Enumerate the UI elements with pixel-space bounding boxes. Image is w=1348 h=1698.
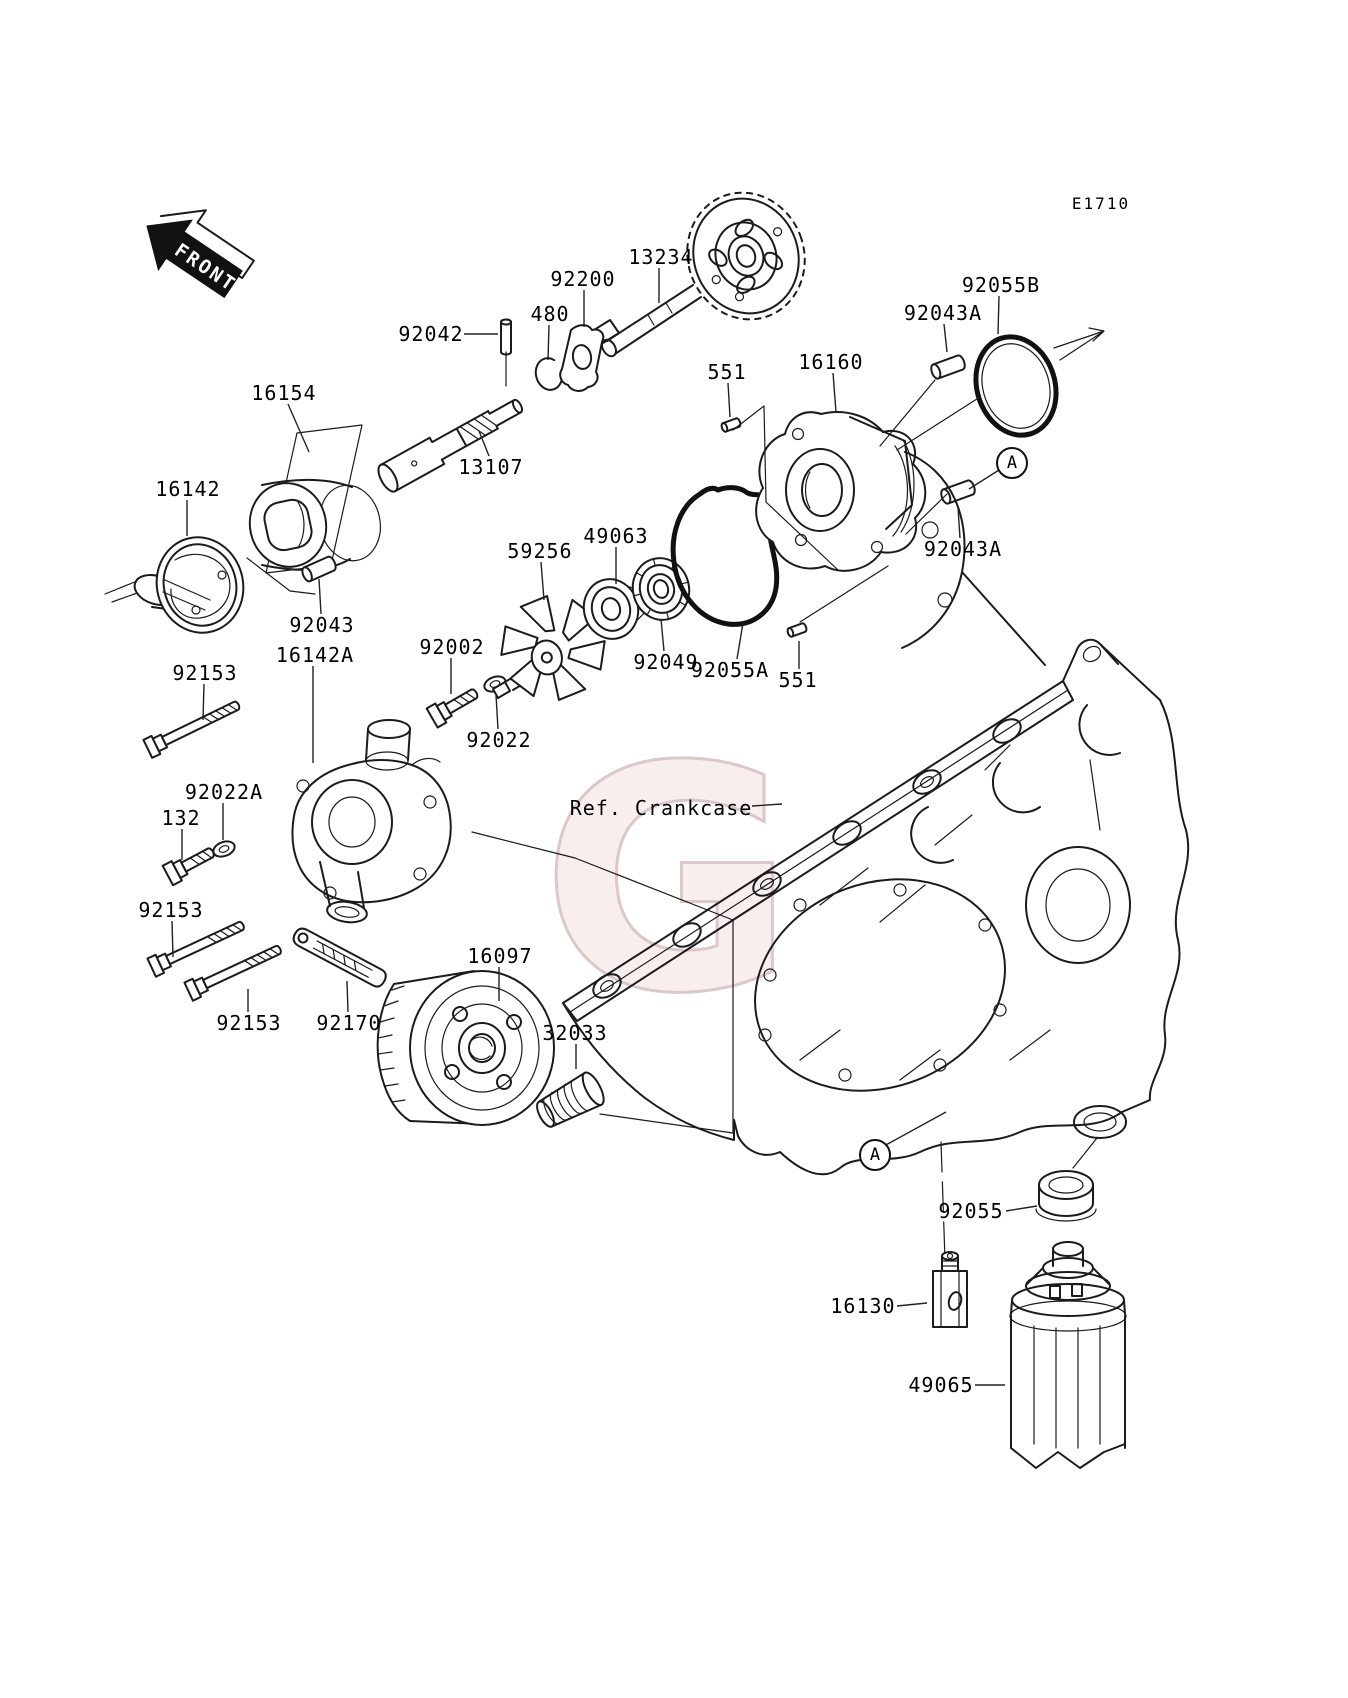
rotor-16142 <box>104 536 245 634</box>
front-arrow: FRONT <box>146 209 255 299</box>
leader-line <box>547 324 550 361</box>
leader-line <box>495 694 499 730</box>
leader-line <box>318 578 322 615</box>
leader-line <box>896 1302 928 1307</box>
leader-line <box>727 382 731 418</box>
leader-lines <box>171 268 1038 1386</box>
impeller-59256 <box>492 595 606 701</box>
dowel-551-lower <box>785 621 809 639</box>
gasket-92055A <box>670 485 781 627</box>
oring-92055 <box>1035 1170 1097 1222</box>
bolt-132 <box>161 840 220 887</box>
pin-92042 <box>500 318 512 356</box>
dowel-551-upper <box>719 416 743 434</box>
watermark-g: G <box>541 701 795 1062</box>
leader-line <box>540 561 545 601</box>
leader-line <box>736 622 744 660</box>
leader-line <box>202 683 205 721</box>
leader-line <box>943 323 948 353</box>
bolt-92153-upper <box>142 694 244 759</box>
pump-cover-16160 <box>755 411 927 572</box>
leader-line <box>883 1111 947 1147</box>
oring-92055B <box>973 334 1059 438</box>
leader-line <box>751 803 783 807</box>
leader-line <box>957 506 961 539</box>
oil-filter-16097 <box>376 970 555 1126</box>
leader-line <box>968 469 1000 490</box>
oil-pump-gear-13234 <box>593 191 806 358</box>
leader-line <box>346 980 349 1013</box>
shaft-13107 <box>377 398 524 493</box>
bolt-92002 <box>425 681 483 729</box>
view-direction-arrow <box>1053 327 1105 361</box>
crankcase <box>562 451 1190 1176</box>
leader-line <box>478 430 490 457</box>
fitting-16130 <box>932 1251 968 1328</box>
bracket-92170 <box>292 927 387 988</box>
leader-line <box>287 403 310 453</box>
leader-line <box>1005 1205 1038 1212</box>
cartridge-49065 <box>1009 1241 1127 1469</box>
assembly-lines <box>471 379 981 1261</box>
leader-line <box>832 372 837 413</box>
leader-line <box>660 618 665 652</box>
plate-92200 <box>559 324 605 392</box>
leader-line <box>171 920 174 958</box>
fitting-32033 <box>536 1071 605 1128</box>
washer-92022A <box>210 837 238 861</box>
leader-line <box>997 295 1000 335</box>
pump-body-16142A <box>291 719 452 924</box>
pin-92043A-upper <box>928 353 968 381</box>
